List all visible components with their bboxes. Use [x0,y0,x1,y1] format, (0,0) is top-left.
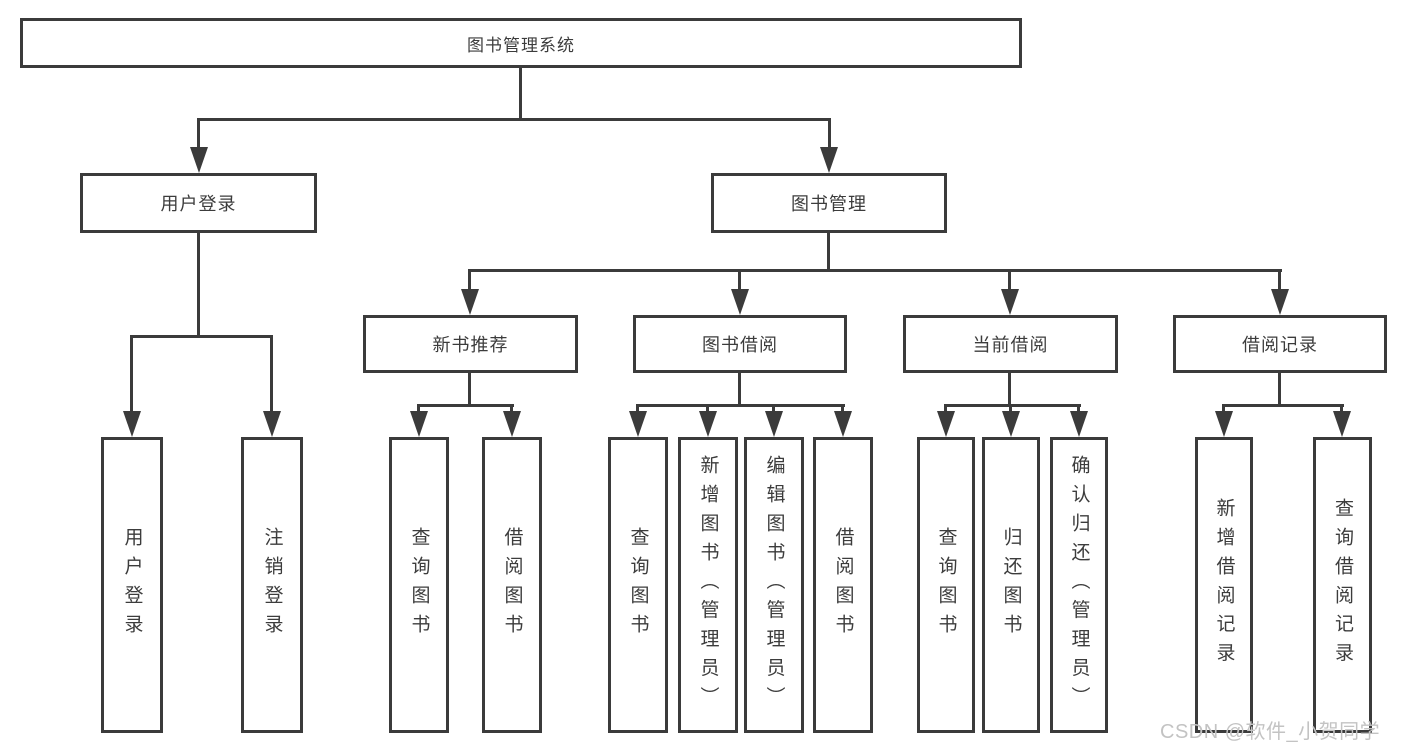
arrowhead-icon [937,411,955,437]
connector-line [510,404,513,413]
connector-line [1008,373,1011,406]
arrowhead-icon [1215,411,1233,437]
leaf-return-books: 归还图书 [982,437,1040,733]
connector-line [417,404,514,407]
arrowhead-icon [820,147,838,173]
node-new-book-recommend: 新书推荐 [363,315,578,373]
leaf-query-books-current: 查询图书 [917,437,975,733]
connector-line [130,335,273,338]
leaf-label: 借阅图书 [832,527,854,643]
connector-line [944,404,1081,407]
connector-line [270,335,273,412]
connector-line [772,404,775,413]
connector-line [738,373,741,406]
watermark: CSDN @软件_小贺同学 [1160,721,1381,743]
connector-line [197,118,831,121]
leaf-label: 新增借阅记录 [1213,498,1235,672]
arrowhead-icon [1333,411,1351,437]
leaf-borrow-books: 借阅图书 [813,437,873,733]
connector-line [1340,404,1343,413]
connector-line [468,269,471,291]
arrowhead-icon [263,411,281,437]
connector-line [706,404,709,413]
leaf-edit-books-admin: 编辑图书（管理员） [744,437,804,733]
connector-line [468,373,471,406]
arrowhead-icon [834,411,852,437]
connector-line [1278,269,1281,291]
leaf-label: 用户登录 [121,527,143,643]
leaf-label: 注销登录 [261,527,283,643]
arrowhead-icon [1271,289,1289,315]
connector-line [130,335,133,412]
leaf-add-books-admin: 新增图书（管理员） [678,437,738,733]
leaf-query-borrow-record: 查询借阅记录 [1313,437,1372,733]
node-current-borrow: 当前借阅 [903,315,1118,373]
connector-line [828,118,831,148]
leaf-logout: 注销登录 [241,437,303,733]
arrowhead-icon [1001,289,1019,315]
connector-line [738,269,741,291]
leaf-label: 查询借阅记录 [1332,498,1353,672]
arrowhead-icon [410,411,428,437]
connector-line [827,233,830,271]
arrowhead-icon [1002,411,1020,437]
connector-line [1278,373,1281,406]
connector-line [1009,404,1012,413]
arrowhead-icon [1070,411,1088,437]
leaf-query-books-borrow: 查询图书 [608,437,668,733]
leaf-label: 确认归还（管理员） [1068,455,1090,715]
node-library-system: 图书管理系统 [20,18,1022,68]
connector-line [636,404,639,413]
connector-line [417,404,420,413]
arrowhead-icon [699,411,717,437]
node-borrow-records: 借阅记录 [1173,315,1387,373]
connector-line [1222,404,1344,407]
leaf-label: 查询图书 [935,527,957,643]
leaf-user-login: 用户登录 [101,437,163,733]
connector-line [636,404,845,407]
leaf-query-books-recommend: 查询图书 [389,437,449,733]
connector-line [519,68,522,118]
leaf-label: 查询图书 [627,527,649,643]
leaf-borrow-books-recommend: 借阅图书 [482,437,542,733]
arrowhead-icon [461,289,479,315]
leaf-label: 查询图书 [408,527,430,643]
arrowhead-icon [629,411,647,437]
arrowhead-icon [765,411,783,437]
leaf-label: 借阅图书 [501,527,523,643]
connector-line [468,269,1282,272]
arrowhead-icon [123,411,141,437]
connector-line [944,404,947,413]
connector-line [1008,269,1011,291]
connector-line [197,233,200,337]
leaf-label: 新增图书（管理员） [697,455,719,715]
connector-line [841,404,844,413]
connector-line [1077,404,1080,413]
arrowhead-icon [503,411,521,437]
leaf-label: 编辑图书（管理员） [763,455,785,715]
connector-line [197,118,200,148]
node-user-login: 用户登录 [80,173,317,233]
connector-line [1222,404,1225,413]
arrowhead-icon [731,289,749,315]
arrowhead-icon [190,147,208,173]
node-book-borrow: 图书借阅 [633,315,847,373]
node-book-management: 图书管理 [711,173,947,233]
leaf-confirm-return-admin: 确认归还（管理员） [1050,437,1108,733]
leaf-label: 归还图书 [1000,527,1022,643]
leaf-add-borrow-record: 新增借阅记录 [1195,437,1253,733]
